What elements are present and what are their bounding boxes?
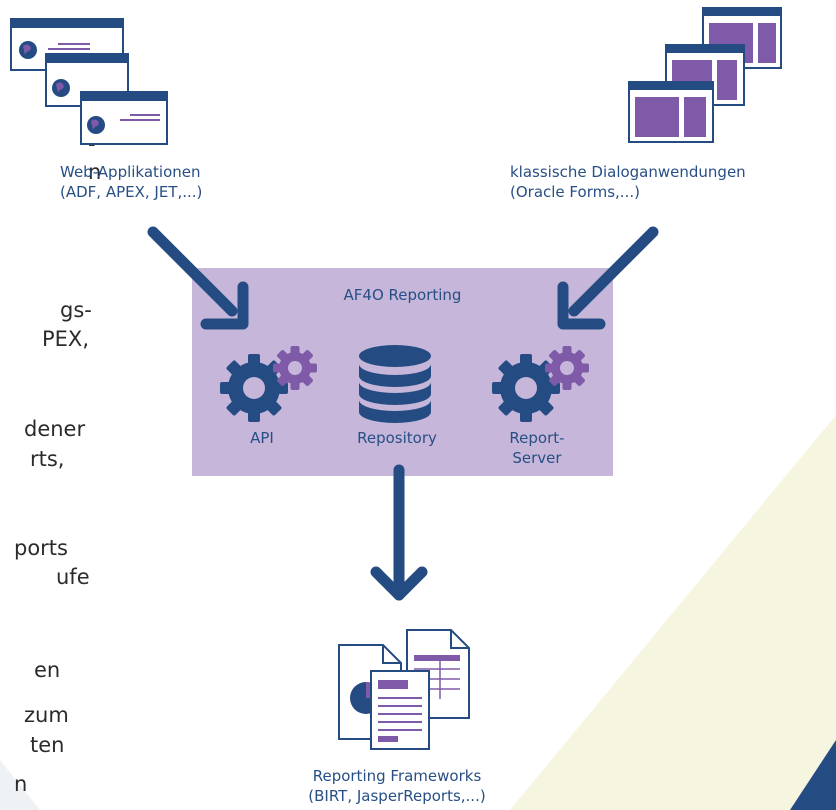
repository-database-icon [359,345,431,423]
reporting-box-title: AF4O Reporting [343,286,462,304]
web-application-windows-icon [10,18,168,145]
text-fragment: ports [14,536,68,560]
text-fragment: ufe [56,565,90,589]
text-fragment: n [88,160,102,184]
web-apps-subtitle: (ADF, APEX, JET,...) [60,183,203,201]
report-server-gears-icon [492,346,589,422]
text-fragment: dener [24,417,86,441]
af4o-reporting-box: AF4O Reporting [192,268,613,476]
web-apps-caption: Web-Applikationen (ADF, APEX, JET,...) [60,162,260,202]
arrow-reporting-to-frameworks [370,464,428,601]
text-fragment: rts, [30,447,65,471]
dialog-apps-title: klassische Dialoganwendungen [510,163,746,181]
dialog-apps-subtitle: (Oracle Forms,...) [510,183,640,201]
frameworks-subtitle: (BIRT, JasperReports,...) [308,787,486,805]
web-apps-title: Web-Applikationen [60,163,201,181]
arrow-dialog-apps-to-reporting [557,226,659,330]
repository-label: Repository [357,429,437,447]
api-label: API [250,429,274,447]
text-fragment: gs- [60,298,92,322]
reporting-documents-icon [338,629,470,750]
report-server-label: Report- Server [492,428,582,468]
report-server-label-line2: Server [512,449,562,467]
text-fragment: en [34,658,61,682]
dialog-apps-caption: klassische Dialoganwendungen (Oracle For… [510,162,830,202]
frameworks-title: Reporting Frameworks [312,767,482,785]
report-server-label-line1: Report- [509,429,565,447]
text-fragment: n [14,772,28,796]
dialog-application-windows-icon [628,7,782,143]
text-fragment: ten [30,733,65,757]
arrow-web-apps-to-reporting [147,226,249,330]
frameworks-caption: Reporting Frameworks (BIRT, JasperReport… [262,766,532,806]
api-gears-icon [220,346,317,422]
text-fragment: zum [24,703,69,727]
text-fragment: PEX, [42,327,89,351]
